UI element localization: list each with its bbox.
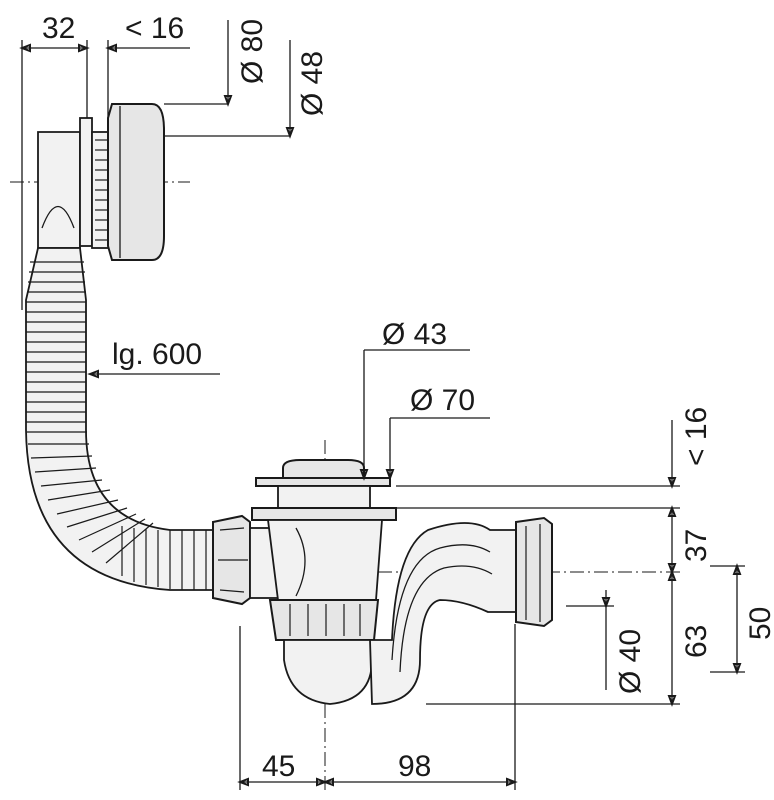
flexible-hose xyxy=(25,247,216,591)
hose-ribs-bend xyxy=(30,455,154,564)
dim-37: 37 xyxy=(680,529,713,562)
dim-gap-overflow: < 16 xyxy=(125,12,184,45)
hose-ribs-horizontal xyxy=(121,526,207,590)
dim-gap-waste: < 16 xyxy=(680,407,713,466)
dim-98: 98 xyxy=(398,750,431,783)
dim-hose-length: lg. 600 xyxy=(112,338,202,371)
dim-50: 50 xyxy=(744,607,774,640)
dim-dia-48: Ø 48 xyxy=(296,51,329,116)
trap-assembly xyxy=(212,459,553,705)
dim-dia-40: Ø 40 xyxy=(614,629,647,694)
dim-dia-43: Ø 43 xyxy=(382,318,447,351)
dimension-labels: 32 < 16 Ø 80 Ø 48 lg. 600 Ø 43 Ø 70 < 16… xyxy=(42,12,774,783)
dim-dia-80: Ø 80 xyxy=(236,19,269,84)
dim-dia-70: Ø 70 xyxy=(410,384,475,417)
hose-ribs-vertical xyxy=(26,261,89,445)
dim-45: 45 xyxy=(262,750,295,783)
dim-63: 63 xyxy=(680,625,713,658)
dimension-lines xyxy=(19,20,745,790)
dim-32: 32 xyxy=(42,12,75,45)
overflow-assembly xyxy=(37,103,165,261)
